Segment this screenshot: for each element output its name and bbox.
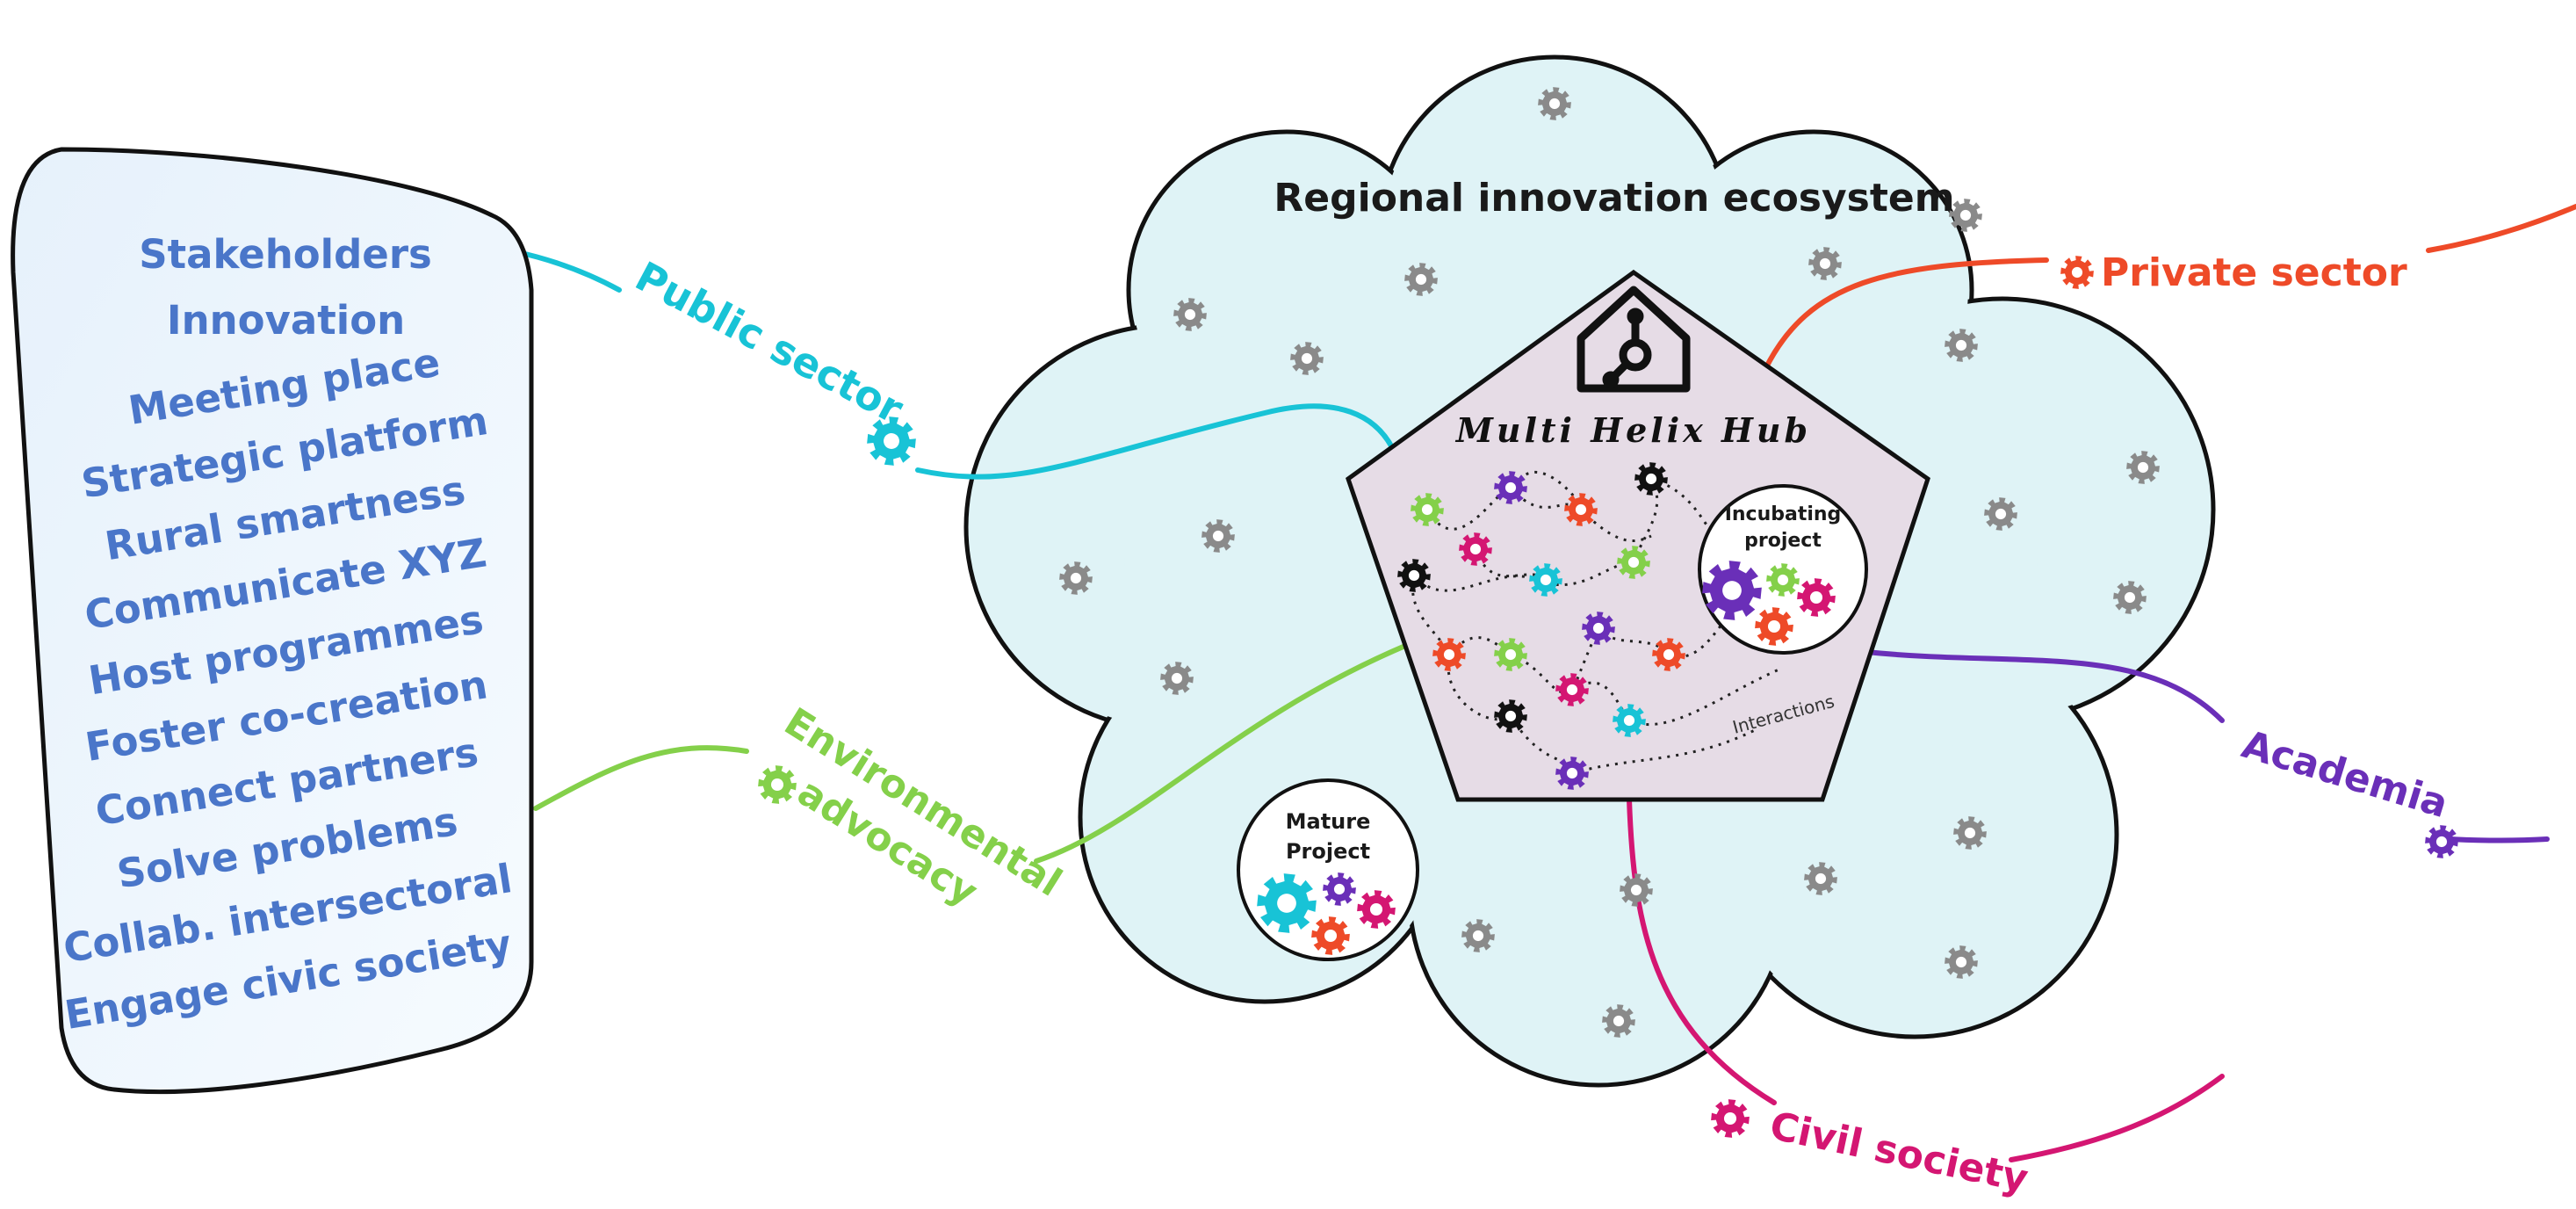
ecosystem-gear-icon [2113,581,2147,614]
academia-gear-icon [2425,825,2458,858]
private-sector-line [1763,257,2049,372]
incubating-gear-icon [1766,563,1800,597]
civil-society-gear-icon [1711,1099,1750,1138]
hub-gear-icon [1555,757,1589,790]
ecosystem-gear-icon [1808,247,1842,280]
hub-gear-icon [1613,704,1646,737]
ecosystem-gear-icon [1173,298,1207,331]
academia-line [1864,649,2225,723]
hub-gear-icon [1432,638,1466,671]
hub-gear-icon [1652,638,1685,671]
incubating-label-2: project [1744,530,1822,552]
mature-gear-icon [1311,916,1350,955]
hub-gear-icon [1494,638,1527,671]
ecosystem-gear-icon [1945,329,1978,362]
hub-gear-icon [1459,532,1492,566]
civil-society-line-2 [2009,1074,2225,1162]
public-sector-line-2 [915,403,1399,480]
ecosystem-gear-icon [1984,497,2017,531]
civil-society-line [1627,797,1777,1105]
environmental-line [533,745,749,811]
hub-gear-icon [1634,462,1668,496]
environmental-line-2 [1034,643,1408,864]
gear-layer [758,87,2458,1138]
mature-label-2: Project [1286,839,1370,864]
ecosystem-gear-icon [1201,519,1235,553]
mature-gear-icon [1323,872,1356,906]
hub-gear-icon [1582,612,1615,645]
private-sector-gear-icon [2060,256,2094,289]
mature-gear-icon [1357,890,1396,929]
hub-gear-icon [1555,673,1589,706]
ecosystem-gear-icon [1945,945,1978,979]
panel-item: Innovation [167,297,405,344]
ecosystem-gear-icon [2126,451,2160,484]
mature-gear-icon [1257,873,1317,933]
environmental-gear-icon [758,765,797,804]
sector-connectors [511,204,2576,1162]
incubating-gear-icon [1702,561,1762,620]
ecosystem-gear-icon [1290,342,1324,375]
panel-item: Stakeholders [139,231,432,278]
hub-gear-icon [1494,471,1527,504]
hub-roles-panel [11,147,534,1095]
private-sector-label: Private sector [2101,250,2407,295]
ecosystem-gear-icon [1461,919,1495,952]
incubating-label-1: Incubating [1725,503,1842,525]
hub-gear-icon [1411,493,1444,526]
ecosystem-gear-icon [1538,87,1571,120]
ecosystem-gear-icon [1602,1004,1635,1038]
incubating-gear-icon [1755,607,1793,646]
ecosystem-gear-icon [1059,561,1093,595]
hub-gear-icon [1617,546,1650,579]
ecosystem-gear-icon [1160,662,1194,695]
private-sector-line-2 [2426,204,2576,253]
multi-helix-hub [1346,269,1930,802]
hub-gear-icon [1564,493,1598,526]
ecosystem-title: Regional innovation ecosystem [1274,176,1954,221]
hub-title: Multi Helix Hub [1454,410,1811,450]
mature-label-1: Mature [1286,809,1371,834]
hub-gear-icon [1529,563,1562,597]
ecosystem-gear-icon [1804,862,1837,895]
hub-house-icon [1577,286,1691,393]
ecosystem-gear-icon [1953,816,1987,850]
public-sector-gear-icon [867,416,916,466]
ecosystem-gear-icon [1620,873,1653,907]
hub-gear-icon [1494,699,1527,733]
ecosystem-gear-icon [1404,263,1438,296]
civil-society-label: Civil society [1766,1104,2032,1202]
public-sector-label: Public sector [628,252,912,433]
incubating-gear-icon [1797,578,1836,617]
academia-line-2 [2448,836,2550,843]
hub-gear-icon [1397,559,1431,592]
academia-label: Academia [2237,722,2453,827]
ecosystem-gear-icon [1949,199,1982,232]
